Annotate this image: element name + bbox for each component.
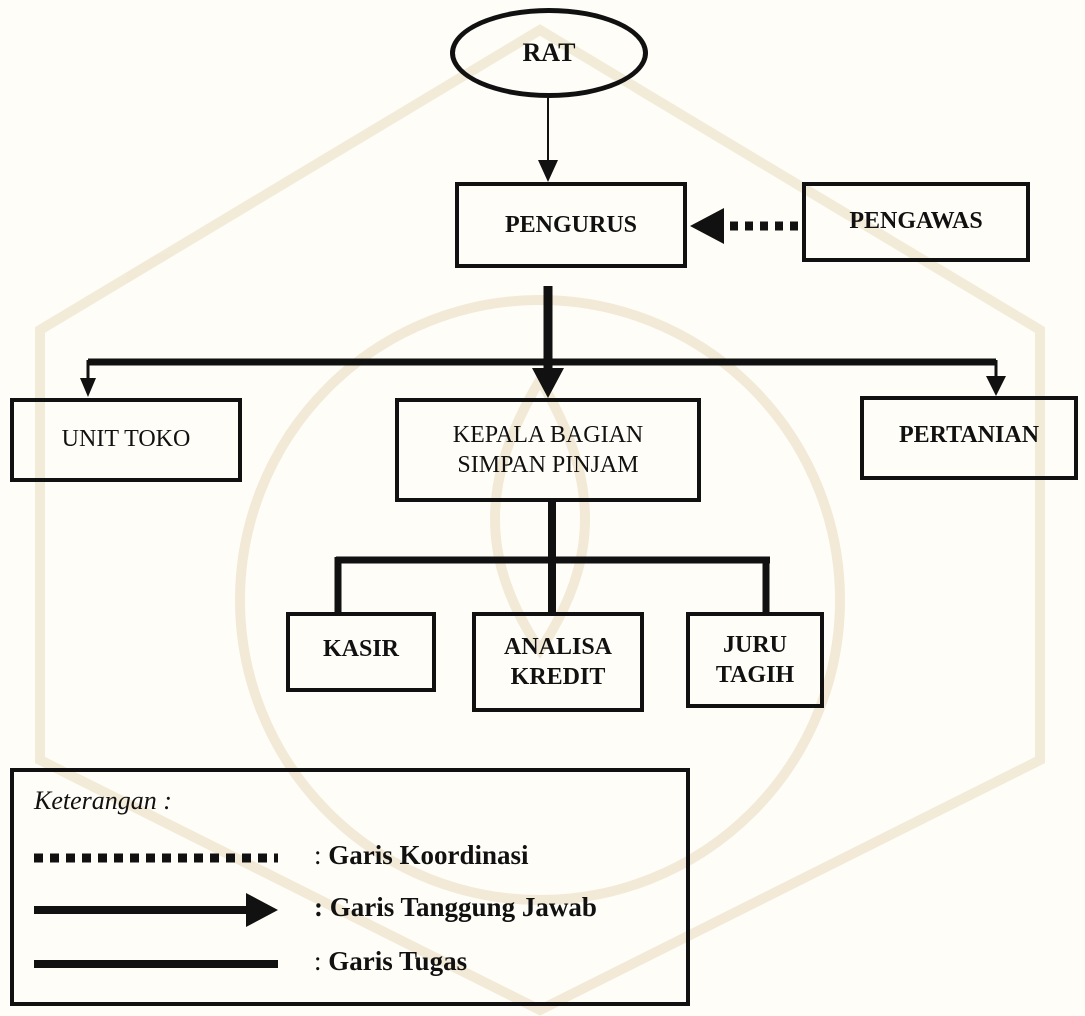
legend-title: Keterangan : [34, 786, 172, 815]
legend-item-tugas: : Garis Tugas [314, 946, 468, 976]
arrow-to-kepala-bagian [532, 362, 564, 398]
kepala-bagian-to-subunits [334, 502, 770, 612]
pengawas-to-pengurus-coordination [690, 208, 798, 244]
kasir-label: KASIR [322, 636, 400, 662]
legend-box [10, 768, 690, 1006]
pengawas-node: PENGAWAS [802, 182, 1030, 262]
rat-label: RAT [522, 38, 576, 67]
unit-toko-label: UNIT TOKO [61, 426, 191, 452]
rat-to-pengurus-arrow [538, 98, 558, 182]
pertanian-label: PERTANIAN [898, 422, 1040, 448]
legend-item-koordinasi: : Garis Koordinasi [314, 840, 529, 870]
arrow-to-pertanian [986, 360, 1006, 396]
analisa-kredit-node: ANALISA KREDIT [472, 612, 644, 712]
arrow-to-unit-toko [80, 360, 96, 397]
pengurus-trunk [88, 286, 996, 366]
unit-toko-node: UNIT TOKO [10, 398, 242, 482]
juru-tagih-node: JURU TAGIH [686, 612, 824, 708]
pengurus-label: PENGURUS [504, 212, 637, 238]
pengurus-node: PENGURUS [455, 182, 687, 268]
legend-item-tanggung-jawab: : Garis Tanggung Jawab [314, 892, 597, 922]
analisa-kredit-label: ANALISA KREDIT [503, 634, 613, 690]
legend-arrow-line-sample [34, 893, 278, 927]
kepala-bagian-node: KEPALA BAGIAN SIMPAN PINJAM [395, 398, 701, 502]
kasir-node: KASIR [286, 612, 436, 692]
juru-tagih-label: JURU TAGIH [715, 632, 795, 688]
pengawas-label: PENGAWAS [849, 208, 983, 234]
pertanian-node: PERTANIAN [860, 396, 1078, 480]
kepala-bagian-label: KEPALA BAGIAN SIMPAN PINJAM [452, 422, 644, 478]
rat-node: RAT [450, 8, 648, 98]
legend-samples [34, 853, 278, 968]
